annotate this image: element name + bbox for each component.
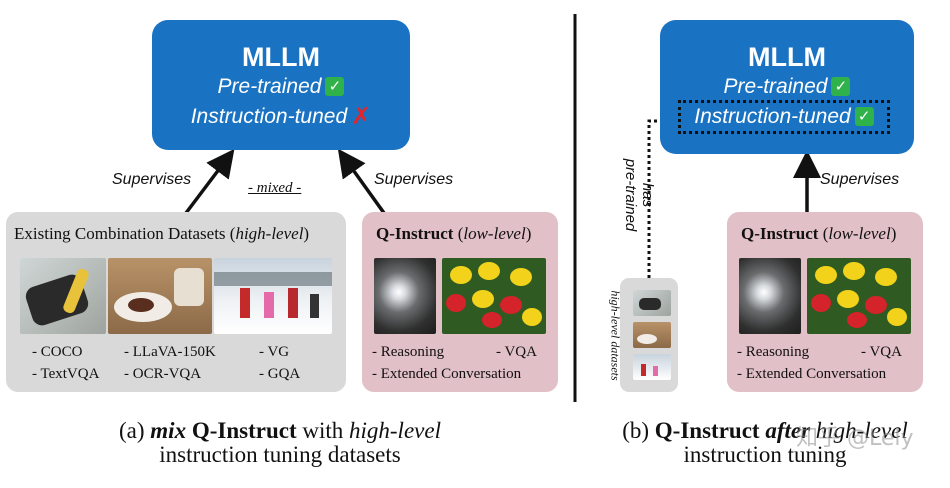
qinstruct-title-right: Q-Instruct (low-level) (741, 224, 897, 243)
dataset-item-vg: - VG (259, 344, 290, 360)
instruction-tuned-highlight: Instruction-tuned✓ (678, 100, 890, 134)
caption-right-line2: instruction tuning (683, 442, 847, 467)
food-photo (108, 258, 212, 334)
qinstruct-item-conversation-right: - Extended Conversation (737, 366, 887, 382)
caption-left-line1: (a) mix Q-Instruct with high-level (119, 418, 441, 443)
watermark: 知乎 @Lely (796, 426, 914, 451)
qinstruct-title: Q-Instruct (low-level) (376, 224, 532, 243)
mini-ski-photo (633, 354, 671, 380)
supervises-label-right: Supervises (374, 171, 454, 188)
high-level-datasets-mini-box (620, 278, 678, 392)
check-icon: ✓ (325, 77, 345, 96)
qinstruct-item-vqa: - VQA (496, 344, 537, 360)
mini-phone-photo (633, 290, 671, 316)
dataset-item-textvqa: - TextVQA (32, 366, 100, 382)
check-icon: ✓ (854, 107, 874, 126)
supervises-label-right-panel: Supervises (820, 171, 900, 188)
flowers-photo (807, 258, 911, 334)
mini-food-photo (633, 322, 671, 348)
caption-left: (a) mix Q-Instruct with high-level instr… (20, 418, 540, 468)
qinstruct-item-vqa-right: - VQA (861, 344, 902, 360)
mllm-title-right: MLLM (748, 42, 826, 72)
pretrained-line-right: Pre-trained✓ (660, 75, 914, 99)
check-icon: ✓ (831, 77, 851, 96)
qinstruct-box-left: Q-Instruct (low-level) - Reasoning - VQA… (362, 212, 558, 392)
high-level-datasets-label: high-level datasets (608, 290, 623, 381)
caption-left-line2: instruction tuning datasets (159, 442, 401, 467)
dataset-item-llava: - LLaVA-150K (124, 344, 216, 360)
existing-datasets-title: Existing Combination Datasets (high-leve… (14, 224, 310, 243)
phone-photo (20, 258, 106, 334)
existing-datasets-box: Existing Combination Datasets (high-leve… (6, 212, 346, 392)
qinstruct-item-reasoning: - Reasoning (372, 344, 445, 360)
qinstruct-item-conversation: - Extended Conversation (372, 366, 522, 382)
pretrained-line: Pre-trained✓ (152, 75, 410, 99)
caption-right: (b) Q-Instruct after high-level instruct… (590, 418, 940, 468)
ski-photo (214, 258, 332, 334)
dataset-item-ocrvqa: - OCR-VQA (124, 366, 202, 382)
instruction-tuned-line: Instruction-tuned✗ (190, 102, 372, 130)
lamp-photo (374, 258, 436, 334)
qinstruct-box-right: Q-Instruct (low-level) - Reasoning - VQA… (727, 212, 923, 392)
arrow-existing-to-mllm (184, 148, 235, 215)
mllm-title: MLLM (242, 42, 320, 72)
mllm-box-left: MLLM Pre-trained✓ Instruction-tuned✗ (152, 20, 410, 150)
flowers-photo (442, 258, 546, 334)
supervises-label-left: Supervises (112, 171, 192, 188)
lamp-photo (739, 258, 801, 334)
mllm-box-right: MLLM Pre-trained✓ Instruction-tuned✓ (660, 20, 914, 154)
dataset-item-gqa: - GQA (259, 366, 301, 382)
qinstruct-item-reasoning-right: - Reasoning (737, 344, 810, 360)
caption-right-line1: (b) Q-Instruct after high-level (622, 418, 908, 443)
has-pretrained-label: has pre-trained (622, 158, 656, 232)
cross-icon: ✗ (351, 102, 372, 130)
dataset-item-coco: - COCO (32, 344, 83, 360)
arrow-qinstruct-to-mllm (337, 148, 386, 215)
instruction-tuned-line-right: Instruction-tuned✓ (681, 105, 887, 129)
mixed-label: - mixed - (248, 180, 302, 196)
